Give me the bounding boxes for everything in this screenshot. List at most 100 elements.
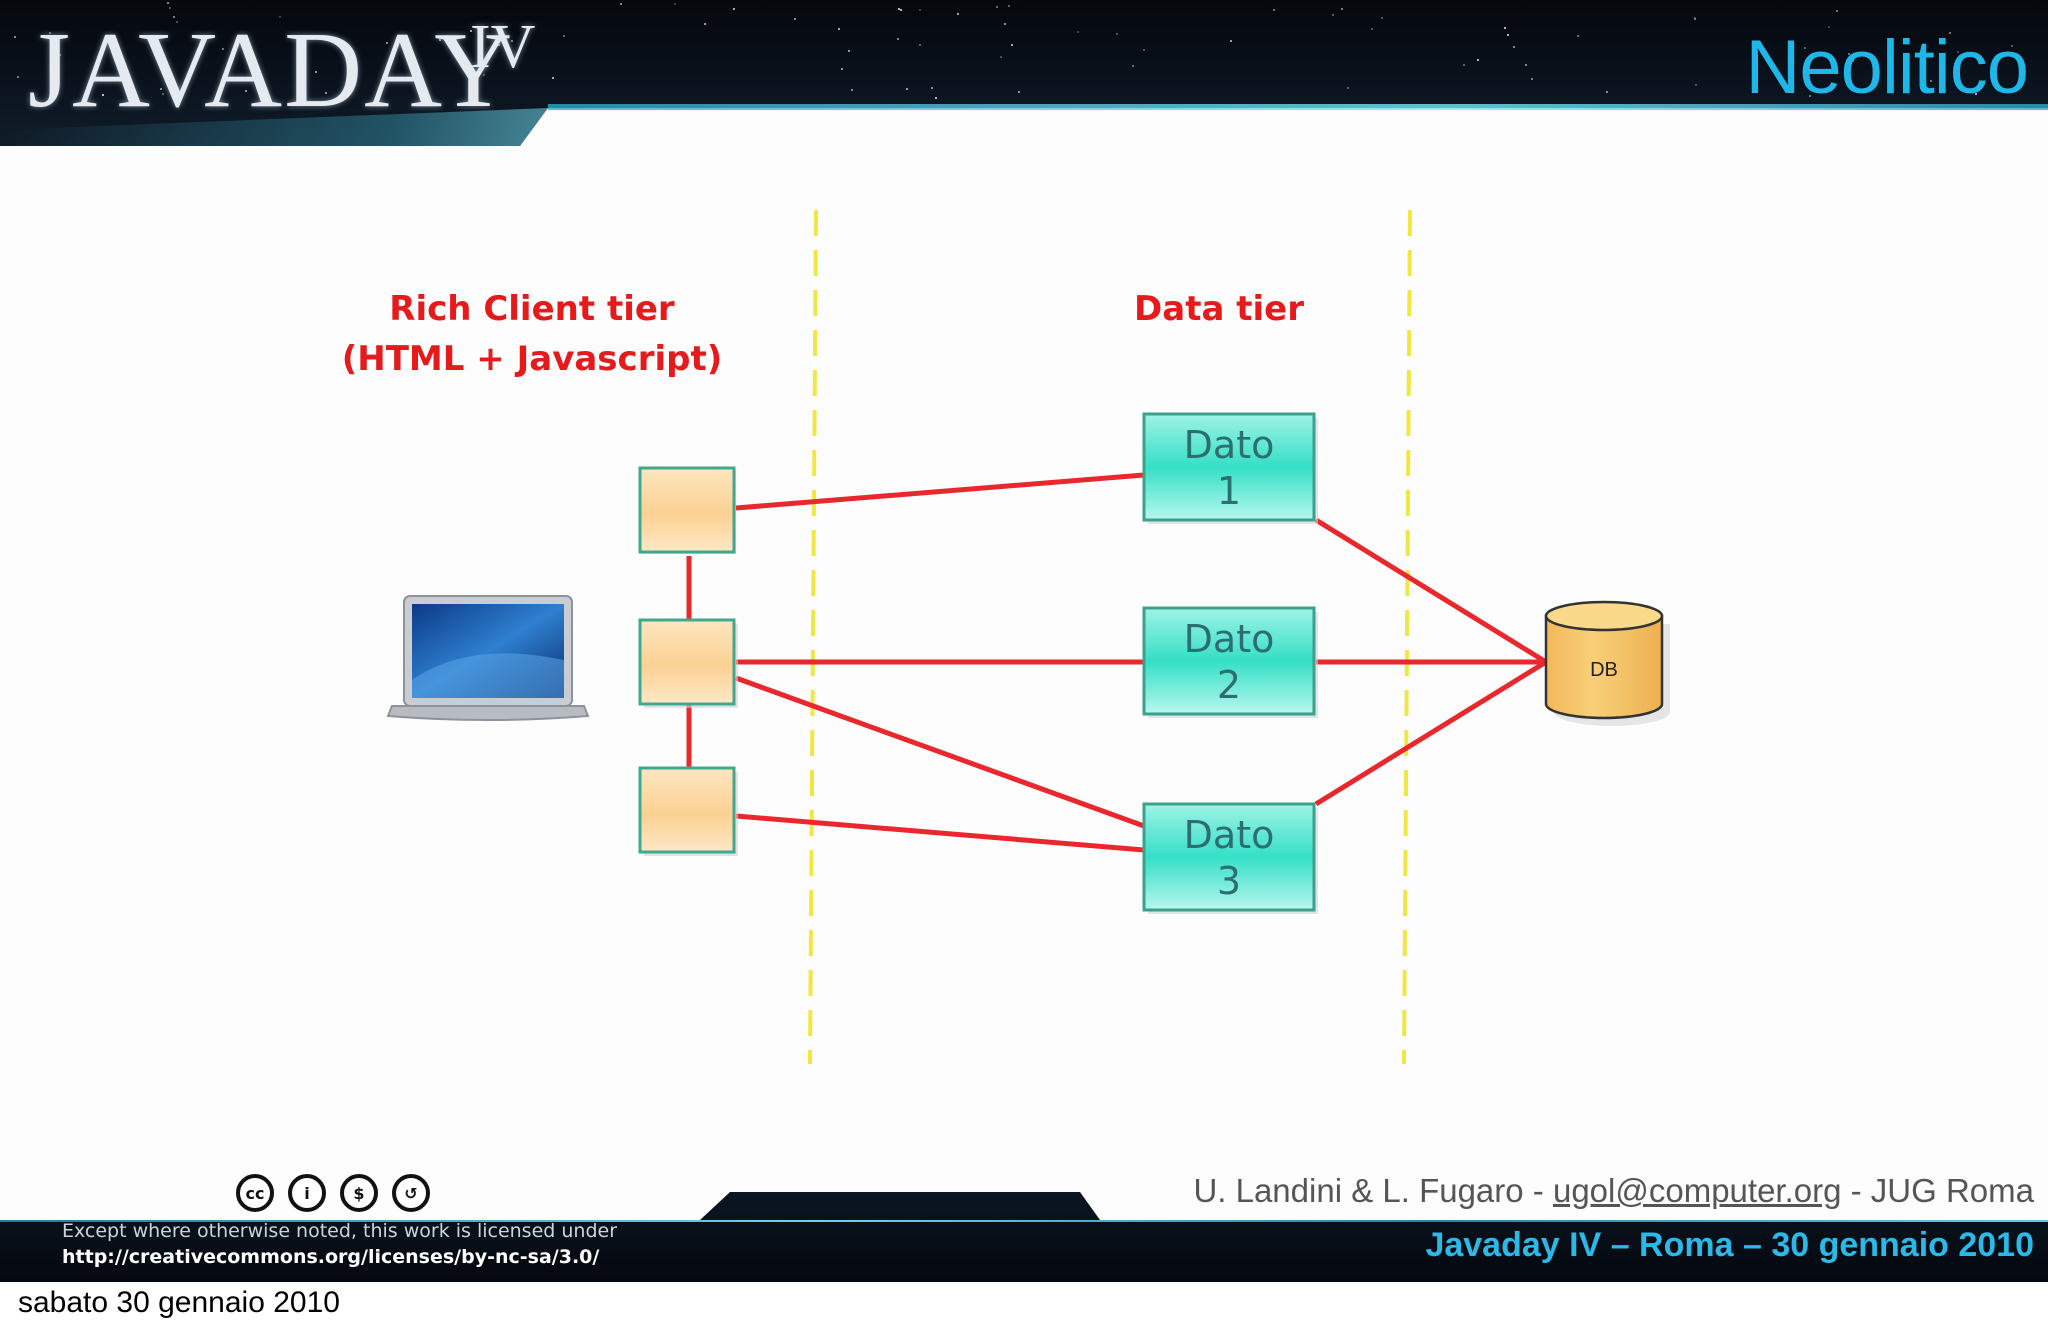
laptop-icon — [386, 595, 590, 721]
star — [246, 44, 249, 47]
star — [1828, 26, 1831, 29]
database-icon: DB — [1544, 600, 1670, 726]
star — [793, 18, 796, 21]
star — [175, 21, 178, 24]
database-label: DB — [1590, 659, 1618, 681]
star — [1076, 31, 1079, 34]
connector-dato3-db — [1314, 659, 1548, 807]
star — [1143, 48, 1146, 51]
star — [385, 41, 388, 44]
star — [996, 6, 999, 9]
star — [173, 16, 176, 19]
star — [1017, 90, 1020, 93]
client-tier-title: Rich Client tier — [389, 289, 675, 329]
star — [1512, 45, 1515, 48]
star — [49, 32, 52, 35]
star — [896, 37, 899, 40]
star — [278, 16, 281, 19]
star — [1132, 65, 1135, 68]
javaday-logo: JAVADAY — [28, 11, 515, 130]
data-box-3-label: Dato — [1184, 813, 1275, 857]
data-box-2-label: Dato — [1184, 617, 1275, 661]
star — [1476, 58, 1479, 61]
star — [1230, 40, 1233, 43]
star — [847, 49, 850, 52]
star — [105, 36, 108, 39]
star — [1003, 22, 1006, 25]
star — [17, 75, 20, 78]
star — [1000, 56, 1003, 59]
connector-client1-dato1 — [735, 472, 1145, 511]
star — [899, 8, 902, 11]
star — [1531, 78, 1534, 81]
star — [315, 70, 318, 73]
connector-client2-dato3 — [735, 675, 1145, 829]
star — [1948, 32, 1951, 35]
data-box-1-number: 1 — [1217, 469, 1241, 513]
star — [102, 93, 105, 96]
star — [733, 7, 736, 10]
star — [2010, 44, 2013, 47]
data-box-1-label: Dato — [1184, 423, 1275, 467]
authors-group: - JUG Roma — [1841, 1172, 2034, 1209]
star — [469, 29, 472, 32]
star — [222, 47, 225, 50]
tier-divider-left — [808, 209, 818, 1065]
tier-divider-right — [1402, 209, 1412, 1065]
star — [1115, 33, 1118, 36]
star — [497, 44, 500, 47]
star — [841, 68, 844, 71]
star — [1370, 28, 1373, 31]
star — [1007, 5, 1010, 8]
architecture-diagram: Rich Client tier (HTML + Javascript) Dat… — [342, 209, 1670, 1065]
data-box-3-number: 3 — [1217, 859, 1241, 903]
authors-names: U. Landini & L. Fugaro - — [1193, 1172, 1553, 1209]
data-box-2-number: 2 — [1217, 663, 1241, 707]
star — [162, 92, 165, 95]
client-box-1-face — [638, 466, 736, 554]
star — [169, 6, 172, 9]
connectors — [686, 472, 1548, 853]
client-box-2 — [638, 618, 736, 706]
authors-email-link[interactable]: ugol@computer.org — [1552, 1172, 1842, 1209]
footer-divider — [0, 1220, 2048, 1222]
star — [1503, 26, 1506, 29]
star — [479, 67, 482, 70]
star — [438, 39, 441, 42]
star — [1606, 91, 1609, 94]
star — [918, 9, 921, 12]
event-line: Javaday IV – Roma – 30 gennaio 2010 — [1425, 1226, 2034, 1264]
star — [1694, 84, 1697, 87]
star — [898, 7, 901, 10]
javaday-logo-numeral: IV — [470, 13, 536, 81]
star — [620, 2, 623, 5]
star — [956, 12, 959, 15]
slide: JAVADAY IV Neolitico — [0, 0, 2048, 1282]
star — [919, 43, 922, 46]
star — [1957, 51, 1960, 54]
client-tier-subtitle: (HTML + Javascript) — [342, 339, 723, 379]
data-box-2: Dato 2 — [1142, 606, 1318, 718]
star — [324, 92, 327, 95]
client-box-3 — [638, 766, 736, 854]
data-box-3: Dato 3 — [1142, 802, 1318, 914]
star — [1462, 63, 1465, 66]
star — [1347, 86, 1350, 89]
authors-line: U. Landini & L. Fugaro - ugol@computer.o… — [1193, 1172, 2034, 1210]
star — [1272, 8, 1275, 11]
star — [703, 23, 706, 26]
star — [850, 89, 853, 92]
star — [2020, 65, 2023, 68]
star — [1693, 17, 1696, 20]
star — [1848, 52, 1851, 55]
star — [563, 35, 566, 38]
star — [1929, 80, 1932, 83]
star — [1011, 43, 1014, 46]
license-url[interactable]: http://creativecommons.org/licenses/by-n… — [62, 1246, 600, 1268]
star — [551, 76, 554, 79]
by-icon: i — [288, 1174, 326, 1212]
connector-dato1-db — [1314, 517, 1548, 665]
header-divider — [548, 104, 2048, 110]
star — [1380, 16, 1383, 19]
star — [1836, 10, 1839, 13]
